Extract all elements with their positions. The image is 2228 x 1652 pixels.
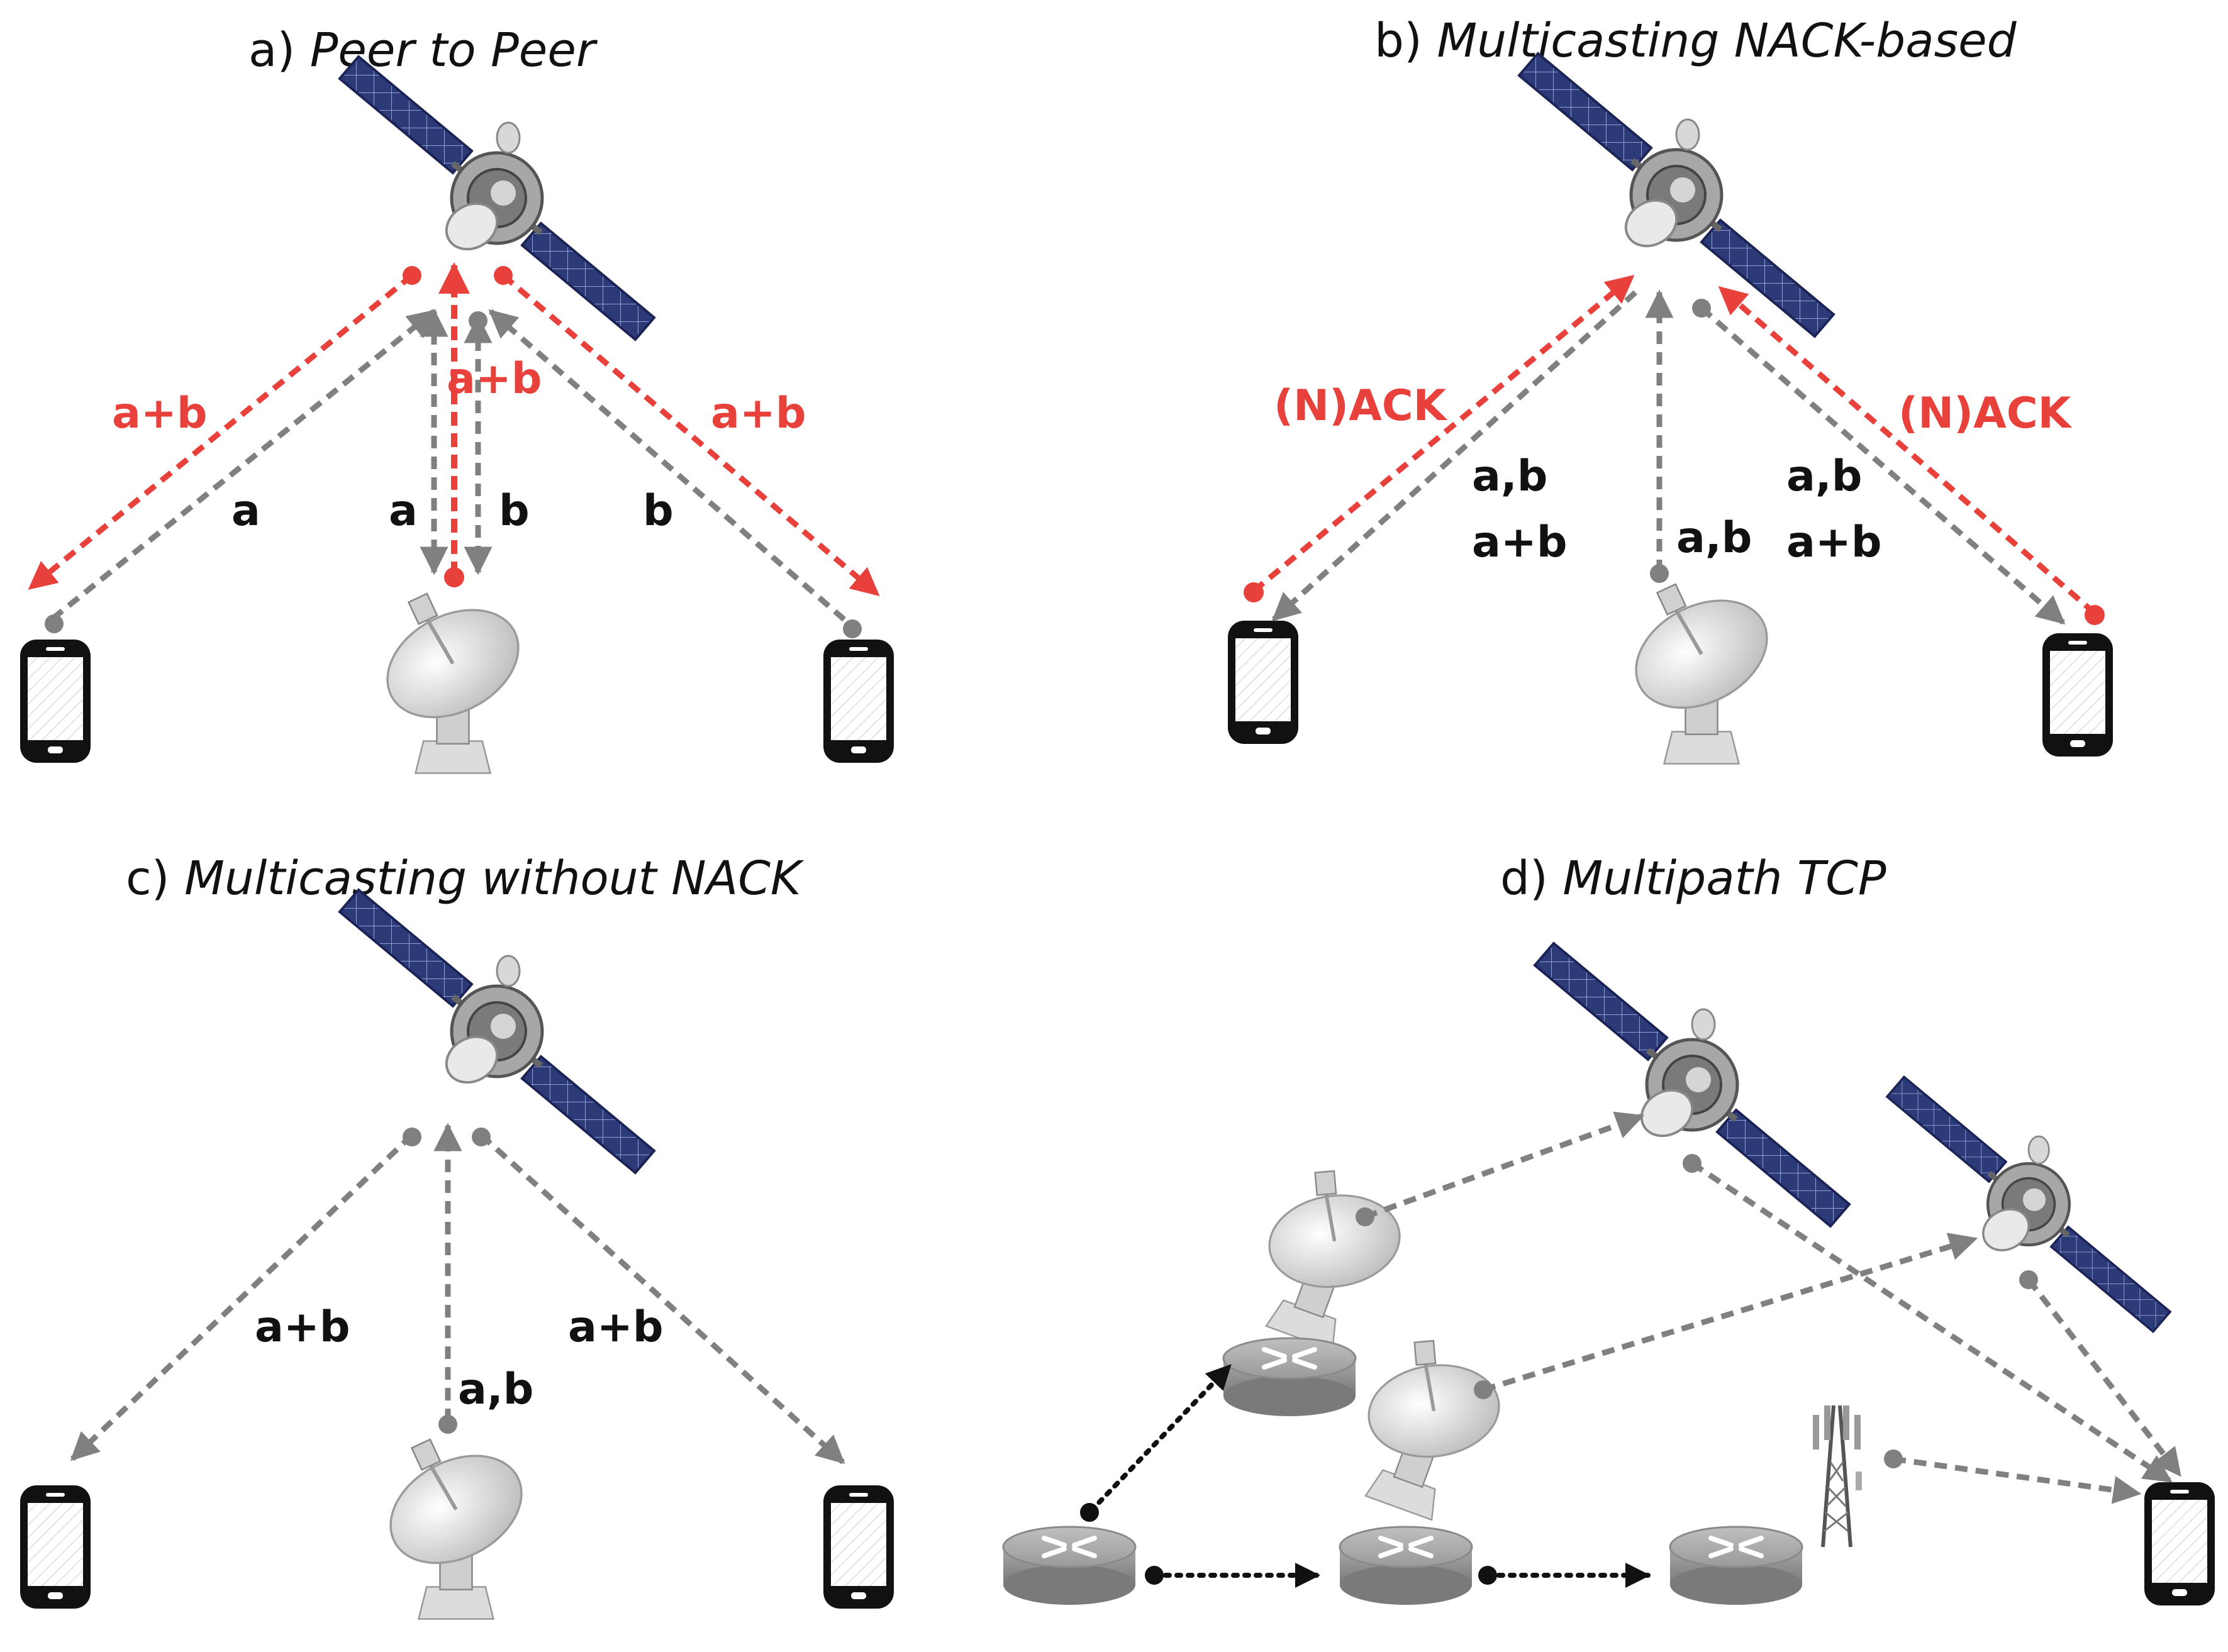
link-gray — [1271, 290, 1638, 622]
label-left: a+b — [255, 1302, 350, 1352]
smartphone-icon — [20, 1485, 91, 1609]
red-node-dot — [444, 567, 464, 587]
router-icon — [1003, 1527, 1135, 1605]
ground-dish-icon — [369, 589, 537, 773]
link-gray — [1690, 1161, 2173, 1483]
satellite-icon — [1535, 943, 1849, 1226]
link-gray — [1700, 306, 2066, 625]
link-red — [28, 273, 414, 590]
link-gray — [1893, 1456, 2142, 1504]
label-red-left: a+b — [112, 389, 208, 438]
gray-node-dot — [403, 1128, 421, 1146]
label-center-left: a — [389, 486, 418, 536]
gray-node-dot — [2019, 1270, 2038, 1289]
link-gray — [479, 1133, 845, 1465]
ground-dish-icon — [372, 1434, 540, 1619]
smartphone-icon — [20, 640, 91, 763]
label-right-1: a,b — [1786, 452, 1862, 501]
ground-dish-icon — [1225, 1148, 1433, 1365]
satellite-icon — [1887, 1077, 2170, 1332]
cell-tower-icon — [1813, 1405, 1862, 1547]
panel-d: d) Multipath TCP — [1003, 851, 2215, 1605]
label-nack-right: (N)ACK — [1898, 389, 2073, 438]
satellite-icon — [1519, 53, 1834, 336]
gray-node-dot — [469, 311, 487, 330]
label-red-right: a+b — [711, 389, 806, 438]
label-left-2: a+b — [1472, 518, 1568, 567]
panel-c: c) Multicasting without NACK a+b a,b a+b — [20, 851, 894, 1619]
gray-node-dot — [1683, 1154, 1702, 1173]
link-red — [1718, 285, 2097, 616]
link-gray — [50, 309, 437, 622]
panel-a-title: a) Peer to Peer — [248, 23, 598, 77]
label-red-center: a+b — [447, 354, 542, 404]
smartphone-icon — [823, 640, 894, 763]
ground-dish-icon — [1618, 579, 1786, 764]
red-node-dot — [403, 266, 421, 285]
label-center-right: b — [499, 486, 530, 536]
gray-node-dot — [1356, 1207, 1374, 1226]
gray-node-dot — [1884, 1450, 1903, 1468]
red-node-dot — [494, 266, 513, 285]
label-center: a,b — [1676, 513, 1752, 563]
link-red — [1252, 274, 1635, 594]
label-right-2: a+b — [1786, 518, 1882, 567]
router-icon — [1670, 1527, 1802, 1605]
panel-d-title: d) Multipath TCP — [1500, 851, 1886, 906]
smartphone-icon — [823, 1485, 894, 1609]
black-node-dot — [1080, 1503, 1099, 1522]
smartphone-icon — [2144, 1482, 2215, 1605]
gray-node-dot — [472, 1128, 491, 1146]
link-gray — [488, 309, 846, 622]
panel-c-title: c) Multicasting without NACK — [126, 851, 805, 906]
label-left: a — [231, 486, 260, 536]
ground-dish-icon — [1324, 1317, 1532, 1535]
link-gray — [1482, 1233, 1978, 1393]
red-node-dot — [1244, 582, 1264, 602]
label-right: b — [643, 486, 674, 536]
link-wired — [1089, 1363, 1232, 1513]
black-node-dot — [1145, 1566, 1164, 1585]
label-right: a+b — [568, 1302, 664, 1352]
satellite-icon — [340, 890, 654, 1173]
panel-b: b) Multicasting NACK-based (N)ACK (N)ACK… — [1228, 14, 2113, 764]
smartphone-icon — [1228, 621, 1298, 744]
router-icon — [1340, 1527, 1472, 1605]
link-gray — [1364, 1111, 1645, 1220]
gray-node-dot — [843, 619, 862, 638]
smartphone-icon — [2042, 633, 2113, 757]
gray-node-dot — [1650, 564, 1669, 583]
link-red — [501, 273, 880, 597]
label-center: a,b — [458, 1365, 533, 1414]
label-nack-left: (N)ACK — [1274, 381, 1448, 431]
black-node-dot — [1478, 1566, 1497, 1585]
gray-node-dot — [1692, 299, 1711, 318]
red-node-dot — [2085, 605, 2105, 625]
link-gray — [70, 1133, 415, 1461]
panel-b-title: b) Multicasting NACK-based — [1374, 14, 2017, 68]
gray-node-dot — [1474, 1380, 1493, 1399]
label-left-1: a,b — [1472, 452, 1547, 501]
router-icon — [1223, 1338, 1356, 1416]
gray-node-dot — [45, 614, 64, 633]
gray-node-dot — [438, 1415, 457, 1434]
panel-a: a) Peer to Peer a+b a+b a+b a a b b — [20, 23, 894, 773]
